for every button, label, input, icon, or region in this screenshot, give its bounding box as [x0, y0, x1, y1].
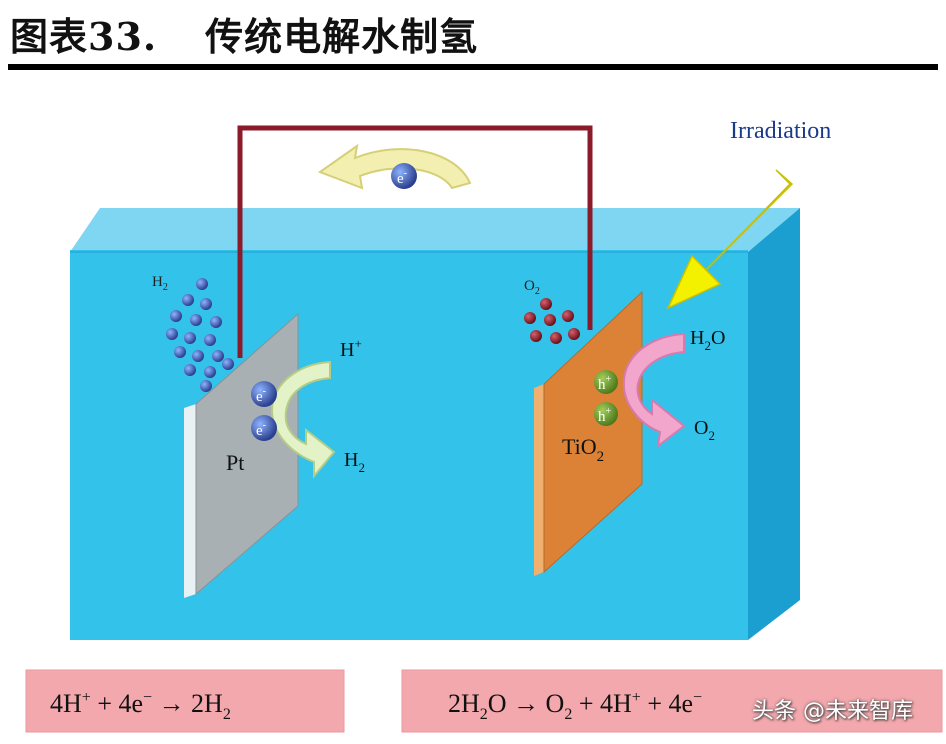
irradiation-label: Irradiation: [730, 118, 831, 144]
equation-left: 4H+ + 4e− → 2H2: [50, 689, 231, 723]
equation-right-box: [401, 669, 943, 733]
hole-on-tio2-2-label: h+: [598, 406, 612, 425]
electron-particle: [391, 163, 417, 189]
h2-product-label: H2: [344, 449, 365, 475]
o2-molecule-cluster: [524, 298, 580, 344]
tank-top-face: [70, 208, 800, 252]
hole-on-tio2-1: [594, 370, 618, 394]
electron-on-pt-1-label: e-: [256, 386, 266, 405]
electron-on-pt-2-label: e-: [256, 420, 266, 439]
figure-title: 图表33. 传统电解水制氢: [10, 6, 478, 61]
tio2-plate: [543, 290, 643, 574]
electron-on-pt-2: [251, 415, 277, 441]
figure-number: 图表33.: [10, 14, 158, 59]
h2-molecule-cluster: [166, 278, 234, 392]
tio2-plate-edge: [534, 384, 544, 576]
equation-left-box: [25, 669, 345, 733]
pt-plate: [195, 312, 299, 596]
tank-front-face: [70, 250, 748, 640]
o2-product-label: O2: [694, 417, 715, 443]
h2-gas-label: H2: [152, 274, 168, 293]
irradiation-arrow: [666, 169, 794, 310]
tio2-label: TiO2: [562, 434, 604, 465]
h2o-reactant-label: H2O: [690, 327, 725, 353]
pt-label: Pt: [226, 450, 244, 475]
title-rule: [8, 64, 938, 70]
electron-label: e-: [397, 168, 407, 187]
electron-on-pt-1: [251, 381, 277, 407]
external-wire: [237, 125, 593, 358]
watermark: 头条 @未来智库: [752, 699, 913, 724]
hole-on-tio2-2: [594, 402, 618, 426]
h-ion-label: H+: [340, 336, 362, 361]
equation-right: 2H2O → O2 + 4H+ + 4e−: [448, 689, 702, 723]
o2-gas-label: O2: [524, 278, 540, 297]
cathode-reaction-arrow: [270, 360, 336, 479]
hole-on-tio2-1-label: h+: [598, 374, 612, 393]
tank-side-face: [748, 208, 800, 640]
pt-plate-edge: [184, 404, 196, 598]
anode-reaction-arrow: [622, 332, 686, 449]
figure-caption: 传统电解水制氢: [205, 14, 479, 59]
